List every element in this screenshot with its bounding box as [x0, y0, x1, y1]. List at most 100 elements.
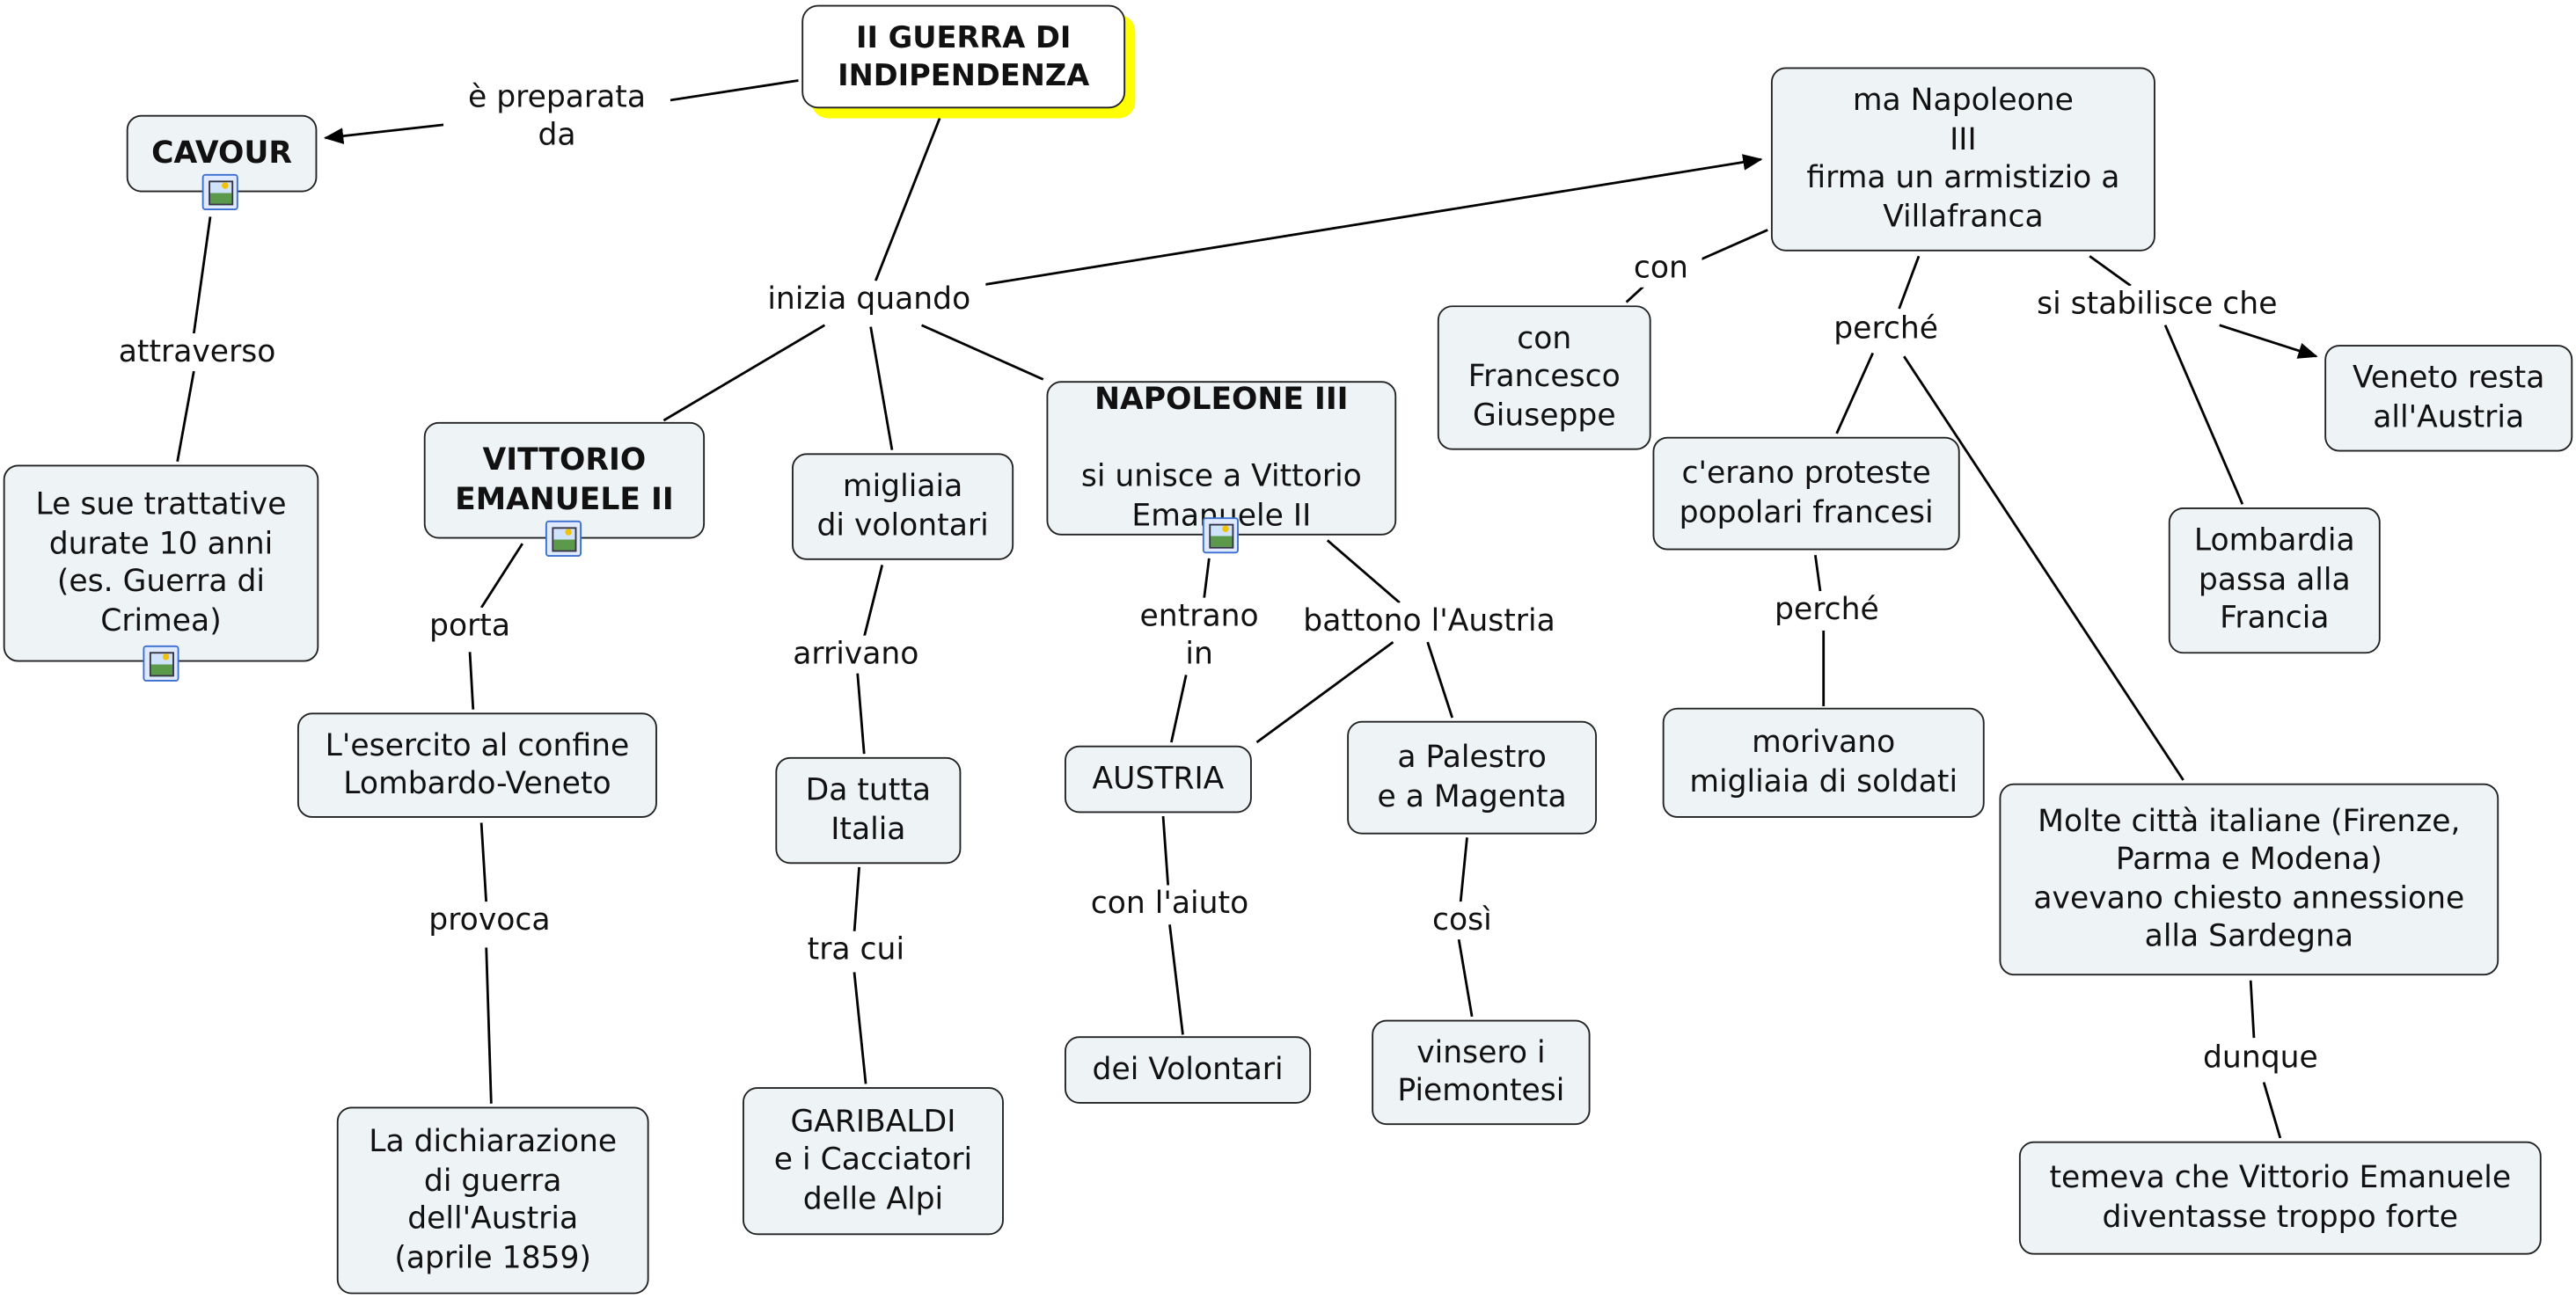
node-temeva[interactable]: temeva che Vittorio Emanuele diventasse …: [2018, 1141, 2542, 1255]
link-label-preparata: è preparata da: [443, 78, 670, 155]
node-citta-italiane[interactable]: Molte città italiane (Firenze, Parma e M…: [1999, 783, 2499, 976]
connector: [2219, 324, 2318, 359]
node-cavour-text: CAVOUR: [151, 135, 293, 171]
link-label-dunque: dunque: [2188, 1040, 2333, 1077]
node-vittorio[interactable]: VITTORIO EMANUELE II: [423, 421, 706, 539]
connector: [479, 822, 488, 904]
node-migliaia[interactable]: migliaia di volontari: [792, 453, 1014, 560]
node-veneto[interactable]: Veneto resta all'Austria: [2324, 345, 2573, 452]
connector: [1457, 938, 1474, 1018]
node-proteste[interactable]: c'erano proteste popolari francesi: [1652, 436, 1960, 551]
connector: [670, 79, 799, 102]
node-palestro[interactable]: a Palestro e a Magenta: [1347, 720, 1598, 835]
link-label-provoca: provoca: [412, 901, 567, 940]
link-label-attraverso: attraverso: [101, 333, 293, 372]
link-label-con: con: [1620, 249, 1702, 288]
connector: [853, 972, 867, 1084]
node-armistizio-text: ma Napoleone III firma un armistizio a V…: [1806, 84, 2120, 235]
link-label-cosi: così: [1419, 901, 1505, 940]
node-armistizio[interactable]: ma Napoleone III firma un armistizio a V…: [1770, 67, 2155, 252]
node-vinsero-text: vinsero i Piemontesi: [1397, 1035, 1565, 1109]
link-label-entrano-in: entrano in: [1123, 597, 1276, 674]
connector: [874, 117, 941, 281]
node-volontari-text: dei Volontari: [1092, 1052, 1284, 1087]
connector: [192, 216, 212, 334]
node-temeva-text: temeva che Vittorio Emanuele diventasse …: [2049, 1161, 2512, 1235]
node-napoleone-title: NAPOLEONE III: [1094, 383, 1349, 418]
node-morivano-text: morivano migliaia di soldati: [1689, 726, 1958, 799]
node-francesco-giuseppe[interactable]: con Francesco Giuseppe: [1437, 305, 1651, 450]
node-austria[interactable]: AUSTRIA: [1065, 745, 1252, 814]
connector: [1696, 229, 1768, 263]
node-dichiarazione-text: La dichiarazione di guerra dell'Austria …: [369, 1125, 618, 1275]
node-esercito[interactable]: L'esercito al confine Lombardo-Veneto: [296, 712, 657, 818]
link-label-perche-1: perché: [1819, 310, 1952, 348]
node-trattative[interactable]: Le sue trattative durate 10 anni (es. Gu…: [3, 464, 319, 662]
node-volontari[interactable]: dei Volontari: [1065, 1036, 1312, 1104]
node-citta-italiane-text: Molte città italiane (Firenze, Parma e M…: [2033, 804, 2465, 954]
node-da-tutta-italia[interactable]: Da tutta Italia: [775, 756, 962, 865]
image-icon[interactable]: [143, 645, 179, 682]
node-dichiarazione[interactable]: La dichiarazione di guerra dell'Austria …: [336, 1106, 649, 1295]
connector: [1459, 837, 1468, 904]
image-icon[interactable]: [545, 520, 582, 558]
connector: [2262, 1082, 2282, 1139]
node-veneto-text: Veneto resta all'Austria: [2352, 361, 2545, 434]
link-label-si-stabilisce: si stabilisce che: [2017, 285, 2297, 324]
connector: [869, 326, 894, 450]
connector: [862, 565, 884, 638]
node-migliaia-text: migliaia di volontari: [816, 470, 989, 544]
node-garibaldi[interactable]: GARIBALDI e i Cacciatori delle Alpi: [743, 1087, 1004, 1236]
link-label-inizia-quando: inizia quando: [752, 281, 986, 319]
connector: [485, 947, 493, 1104]
image-icon[interactable]: [201, 173, 238, 211]
connector: [1203, 558, 1211, 598]
node-lombardia[interactable]: Lombardia passa alla Francia: [2168, 507, 2381, 654]
link-label-battono: battono l'Austria: [1284, 602, 1574, 641]
node-proteste-text: c'erano proteste popolari francesi: [1679, 456, 1934, 530]
connector: [853, 866, 860, 933]
link-label-tra-cui: tra cui: [794, 930, 917, 969]
connector: [1170, 675, 1188, 743]
node-morivano[interactable]: morivano migliaia di soldati: [1662, 707, 1985, 818]
connector: [1326, 539, 1401, 604]
connector: [1255, 640, 1394, 744]
connector: [1813, 554, 1822, 592]
connector: [1426, 641, 1454, 719]
connector: [468, 652, 475, 710]
connector: [2249, 980, 2256, 1039]
node-palestro-text: a Palestro e a Magenta: [1377, 741, 1567, 814]
node-da-tutta-italia-text: Da tutta Italia: [805, 773, 932, 847]
link-label-perche-2: perché: [1760, 591, 1893, 630]
node-esercito-text: L'esercito al confine Lombardo-Veneto: [325, 728, 630, 802]
node-trattative-text: Le sue trattative durate 10 anni (es. Gu…: [35, 487, 287, 639]
connector: [1168, 924, 1184, 1035]
connector: [977, 154, 1763, 288]
node-garibaldi-text: GARIBALDI e i Cacciatori delle Alpi: [773, 1105, 973, 1217]
connector: [2089, 255, 2132, 288]
node-vittorio-text: VITTORIO EMANUELE II: [455, 443, 674, 517]
link-label-arrivano: arrivano: [775, 635, 937, 674]
node-lombardia-text: Lombardia passa alla Francia: [2193, 524, 2355, 637]
image-icon[interactable]: [1202, 517, 1239, 554]
connector: [479, 543, 523, 609]
node-vinsero[interactable]: vinsero i Piemontesi: [1372, 1019, 1591, 1126]
connector: [920, 324, 1044, 381]
connector: [856, 673, 866, 755]
link-label-con-aiuto: con l'aiuto: [1074, 885, 1265, 923]
root-topic[interactable]: II GUERRA DI INDIPENDENZA: [801, 4, 1126, 109]
root-topic-text: II GUERRA DI INDIPENDENZA: [838, 20, 1090, 93]
connector: [1835, 352, 1874, 434]
connector: [176, 370, 195, 462]
connector: [323, 123, 444, 144]
connector: [1898, 255, 1921, 310]
connector: [1161, 815, 1170, 886]
node-francesco-giuseppe-text: con Francesco Giuseppe: [1467, 321, 1621, 434]
connector: [1903, 355, 2184, 781]
connector: [662, 324, 826, 422]
node-napoleone[interactable]: NAPOLEONE III si unisce a Vittorio Emanu…: [1046, 381, 1397, 536]
node-austria-text: AUSTRIA: [1092, 761, 1225, 797]
connector: [2163, 325, 2244, 505]
